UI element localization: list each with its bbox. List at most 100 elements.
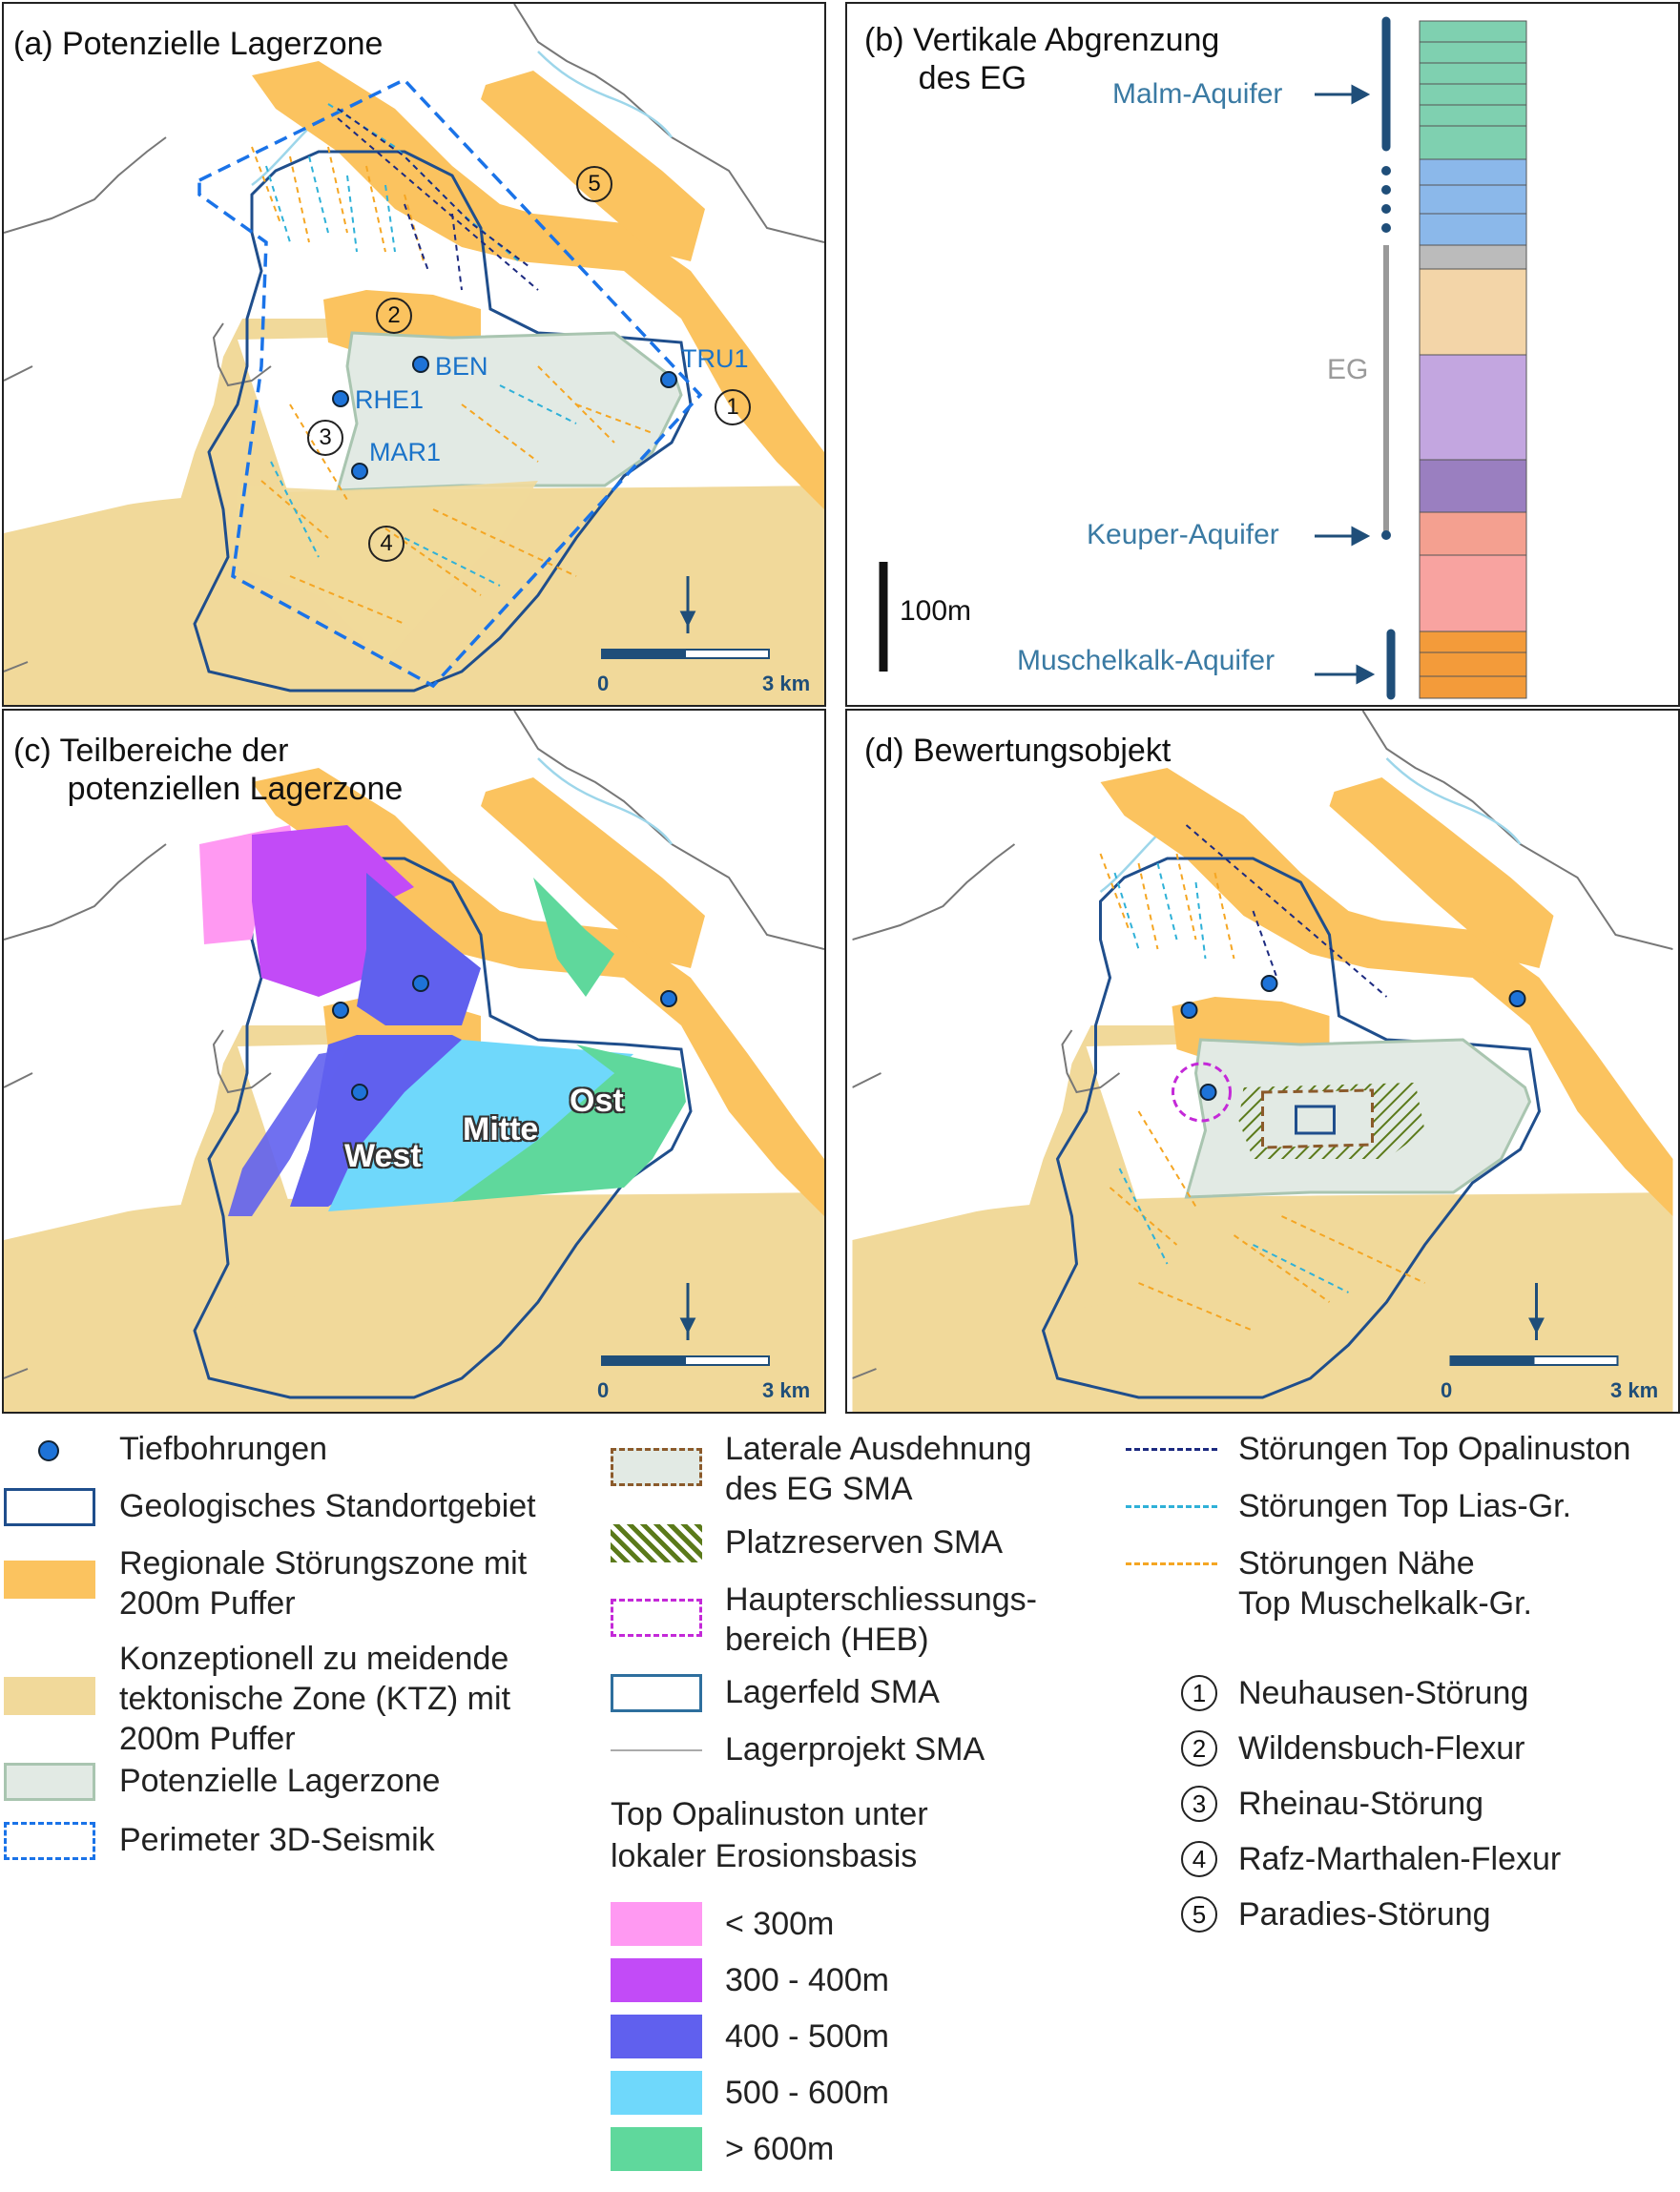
eg-label: EG [1327, 354, 1369, 385]
panel-a-potenzielle-lagerzone: (a) Potenzielle Lagerzone BEN TRU1 RHE1 … [2, 2, 826, 707]
scale-end: 3 km [762, 672, 811, 695]
legend-dashed-blue-icon [4, 1822, 95, 1860]
muschelkalk-aquifer-label: Muschelkalk-Aquifer [1017, 645, 1276, 676]
legend-fault-name-5: Paradies-Störung [1238, 1896, 1491, 1933]
depth-zone-green-strip [533, 878, 614, 997]
well-mar1-c [351, 1084, 368, 1101]
legend-label-perimeter-3d-seismik: Perimeter 3D-Seismik [119, 1822, 435, 1858]
legend-depth-title: Top Opalinuston unter lokaler Erosionsba… [611, 1796, 928, 1874]
legend-fault-name-3: Rheinau-Störung [1238, 1786, 1484, 1822]
panel-c-teilbereiche: (c) Teilbereiche der potenziellen Lagerz… [2, 709, 826, 1414]
depth-zone-400-500-north [357, 873, 481, 1025]
depth-zone-500-600 [328, 1040, 633, 1211]
well-mar1 [351, 463, 368, 480]
legend-teal-outline-icon [611, 1674, 702, 1712]
legend-depth-label-gt600: > 600m [725, 2131, 835, 2167]
scale-start-c: 0 [597, 1378, 610, 1402]
legend-fault-number-5: 5 [1181, 1896, 1217, 1933]
depth-zone-gt600 [452, 1044, 686, 1202]
map-d [847, 711, 1678, 1412]
keuper-aquifer-label: Keuper-Aquifer [1087, 519, 1279, 550]
legend-site-outline-icon [4, 1488, 95, 1526]
zone-west-label: West [344, 1138, 422, 1174]
panel-b-title: (b) Vertikale Abgrenzung des EG [864, 22, 1220, 96]
map-c [4, 711, 824, 1412]
legend-hatch-green-icon [611, 1524, 702, 1562]
well-ben-c [412, 975, 429, 992]
well-mar1-d [1199, 1084, 1217, 1101]
fault-number-4: 4 [368, 526, 404, 562]
legend-depth-swatch-400-500 [611, 2015, 702, 2058]
legend-depth-label-400-500: 400 - 500m [725, 2018, 889, 2055]
legend-label-stoerungen-lias: Störungen Top Lias-Gr. [1238, 1488, 1572, 1524]
stratigraphic-column [879, 16, 1527, 700]
legend-depth-label-500-600: 500 - 600m [725, 2075, 889, 2111]
scale-start: 0 [597, 672, 610, 695]
legend-depth-swatch-300-400 [611, 1958, 702, 2002]
legend-label-laterale-ausdehnung: Laterale Ausdehnung des EG SMA [725, 1431, 1032, 1507]
legend-label-ktz: Konzeptionell zu meidende tektonische Zo… [119, 1641, 511, 1757]
vertical-scalebar-label: 100m [900, 595, 972, 627]
depth-zone-400-500-west [290, 1035, 462, 1207]
seismic-perimeter [197, 77, 703, 689]
legend-label-tiefbohrungen: Tiefbohrungen [119, 1431, 328, 1467]
legend-fault-lias-icon [1126, 1505, 1217, 1508]
well-rhe1 [332, 390, 349, 407]
legend-depth-label-300-400: 300 - 400m [725, 1962, 889, 1998]
fault-number-3: 3 [307, 420, 343, 456]
scale-end-d: 3 km [1610, 1378, 1659, 1402]
legend-label-lagerfeld: Lagerfeld SMA [725, 1674, 940, 1710]
well-tru1 [660, 371, 677, 388]
scale-end-c: 3 km [762, 1378, 811, 1402]
panel-d-bewertungsobjekt: (d) Bewertungsobjekt 0 3 km [845, 709, 1680, 1414]
zone-mitte-label: Mitte [463, 1111, 539, 1148]
well-ben-d [1260, 975, 1278, 992]
well-label-tru1: TRU1 [681, 344, 749, 373]
legend-beige-fill-icon [4, 1677, 95, 1715]
legend-label-stoerungen-opalinuston: Störungen Top Opalinuston [1238, 1431, 1631, 1467]
well-tru1-c [660, 990, 677, 1007]
legend-orange-fill-icon [4, 1561, 95, 1599]
legend-label-lagerprojekt: Lagerprojekt SMA [725, 1731, 985, 1768]
heb-circle [1172, 1062, 1232, 1123]
malm-aquifer-label: Malm-Aquifer [1112, 78, 1283, 110]
legend-dashed-magenta-icon [611, 1599, 702, 1637]
panel-d-title: (d) Bewertungsobjekt [864, 733, 1172, 769]
panel-c-title: (c) Teilbereiche der potenziellen Lagerz… [13, 733, 404, 807]
legend-fault-number-3: 3 [1181, 1786, 1217, 1822]
legend-label-stoerungen-muschelkalk: Störungen Nähe Top Muschelkalk-Gr. [1238, 1545, 1532, 1622]
depth-zone-300-400 [252, 825, 414, 997]
legend-fault-number-1: 1 [1181, 1675, 1217, 1711]
scale-start-d: 0 [1441, 1378, 1453, 1402]
legend-depth-swatch-gt600 [611, 2127, 702, 2171]
legend-well-icon [38, 1440, 59, 1461]
legend-pale-green-fill-icon [4, 1763, 95, 1801]
legend-dashed-brown-icon [611, 1448, 702, 1486]
legend-fault-muschelkalk-icon [1126, 1562, 1217, 1565]
legend-label-platzreserven: Platzreserven SMA [725, 1524, 1003, 1561]
well-label-ben: BEN [435, 352, 488, 381]
well-tru1-d [1508, 990, 1526, 1007]
legend-label-regionale-stoerungszone: Regionale Störungszone mit 200m Puffer [119, 1545, 528, 1622]
legend-fault-name-1: Neuhausen-Störung [1238, 1675, 1529, 1711]
panel-b-vertikale-abgrenzung: (b) Vertikale Abgrenzung des EG Malm-Aqu… [845, 2, 1680, 707]
fault-number-5: 5 [576, 166, 612, 202]
panel-a-title: (a) Potenzielle Lagerzone [13, 26, 384, 62]
depth-zone-300-400-west [228, 1049, 347, 1216]
fault-number-2: 2 [376, 298, 412, 334]
lateral-extent-eg [1261, 1088, 1374, 1149]
fault-number-1: 1 [715, 389, 751, 425]
legend-label-standortgebiet: Geologisches Standortgebiet [119, 1488, 536, 1524]
map-a [4, 4, 824, 705]
legend-fault-name-2: Wildensbuch-Flexur [1238, 1730, 1525, 1767]
well-ben [412, 356, 429, 373]
legend-depth-swatch-500-600 [611, 2071, 702, 2115]
zone-ost-label: Ost [570, 1083, 624, 1119]
legend-fault-opalinuston-icon [1126, 1448, 1217, 1451]
legend-fault-number-2: 2 [1181, 1730, 1217, 1767]
well-rhe1-c [332, 1002, 349, 1019]
legend-fault-number-4: 4 [1181, 1841, 1217, 1877]
legend-label-heb: Haupterschliessungs- bereich (HEB) [725, 1582, 1037, 1658]
well-label-rhe1: RHE1 [355, 385, 425, 414]
legend-grey-line-icon [611, 1749, 702, 1751]
